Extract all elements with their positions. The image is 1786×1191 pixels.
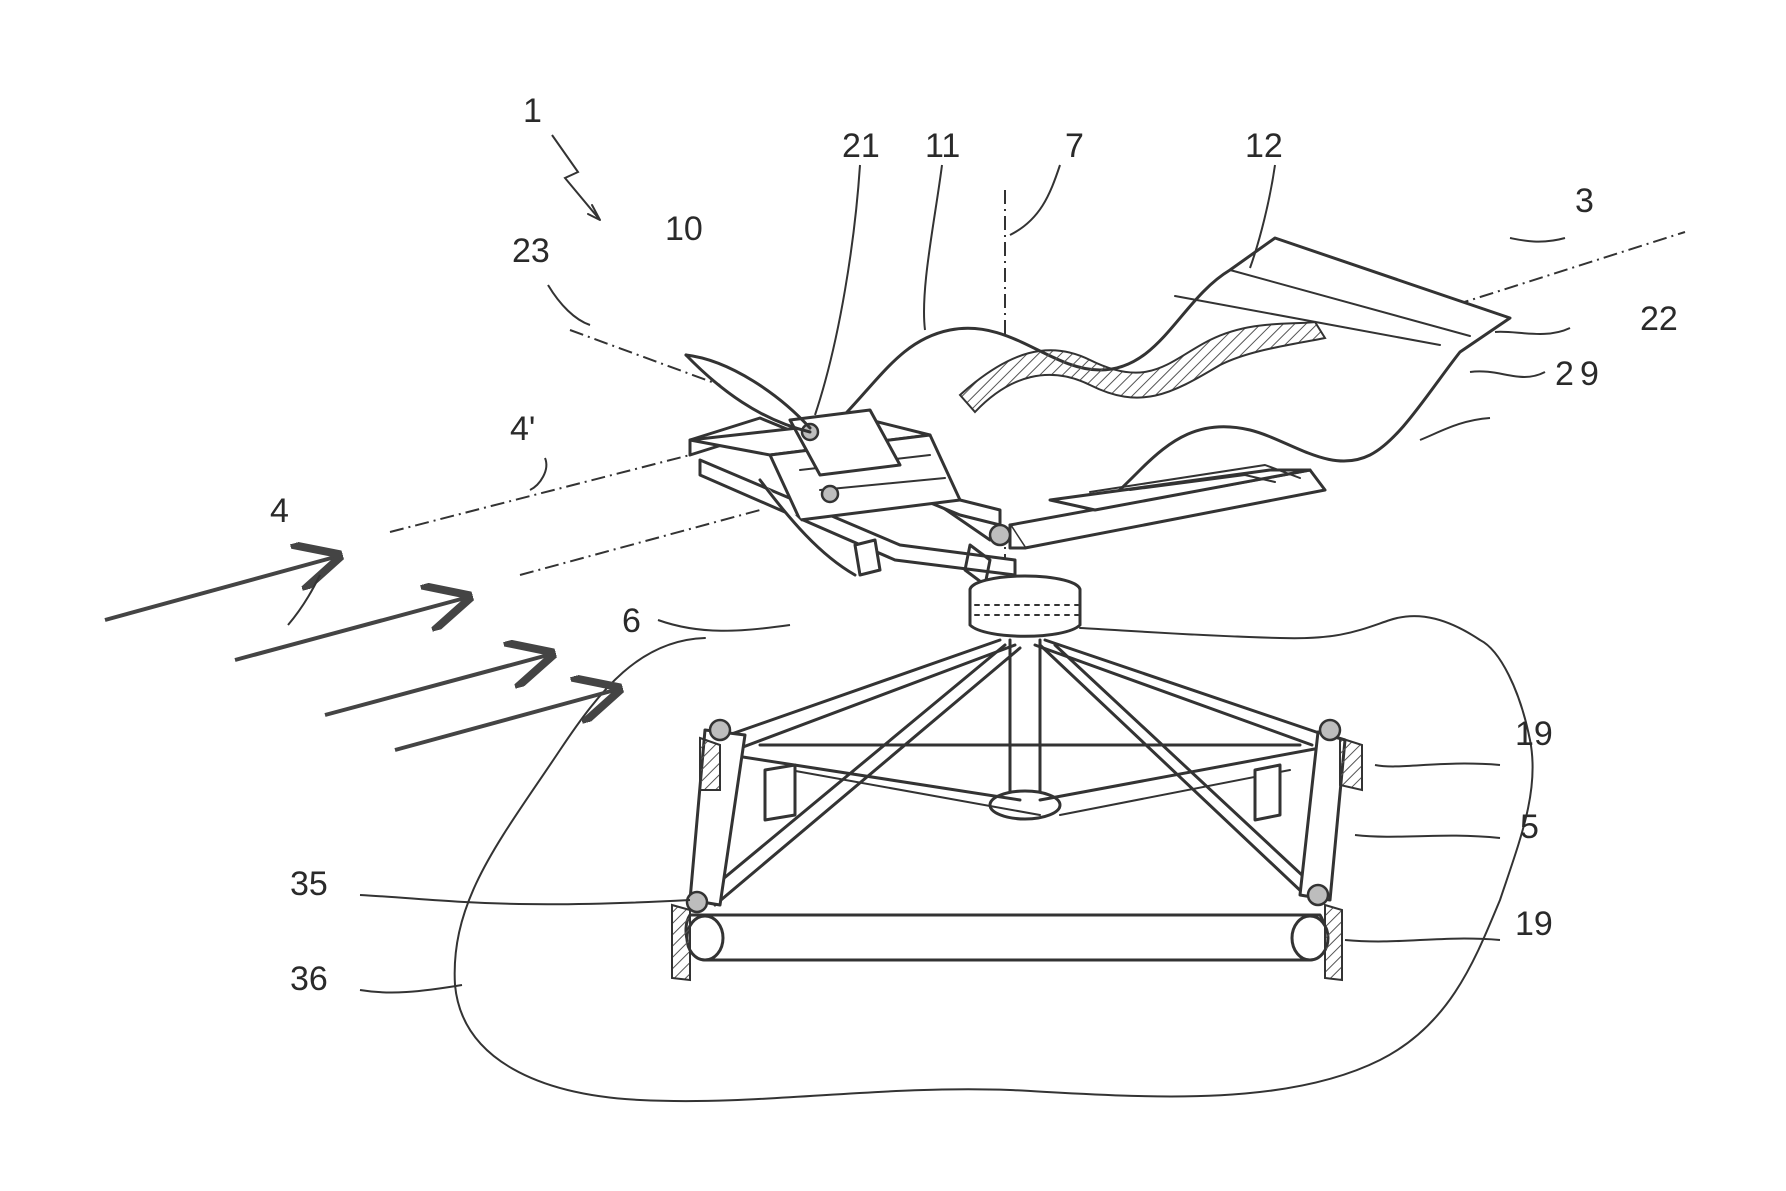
ref-label-23: 23: [512, 232, 550, 270]
ref-label-4p: 4': [510, 410, 535, 448]
ref-label-35: 35: [290, 865, 328, 903]
ref-label-2: 2: [1555, 355, 1574, 393]
ref-label-10: 10: [665, 210, 703, 248]
ref-label-11: 11: [925, 127, 960, 165]
seabed-outline: [455, 616, 1533, 1101]
ref-label-7: 7: [1065, 127, 1084, 165]
ref-label-1: 1: [523, 92, 542, 130]
ref-label-19-bottom: 19: [1515, 905, 1553, 943]
flow-arrows: [105, 557, 615, 750]
ref-label-5: 5: [1520, 808, 1539, 846]
ref-label-36: 36: [290, 960, 328, 998]
axis-line-4prime-upper: [390, 455, 690, 532]
ref-label-4: 4: [270, 492, 289, 530]
ref-label-3: 3: [1575, 182, 1594, 220]
ref-label-22: 22: [1640, 300, 1678, 338]
ref-label-12: 12: [1245, 127, 1283, 165]
ref-label-6: 6: [622, 602, 641, 640]
axis-line-3: [1455, 232, 1685, 305]
ref-label-21: 21: [842, 127, 880, 165]
ref-label-9: 9: [1580, 355, 1599, 393]
pitch-arm-left: [686, 355, 810, 428]
support-structure: [686, 640, 1345, 960]
reference-numerals: 1 2 3 4 4' 5 6 7 9 10 11 12 19 19 21 22 …: [270, 92, 1678, 998]
ref-label-19-top: 19: [1515, 715, 1553, 753]
axis-line-4prime-lower: [520, 510, 760, 575]
